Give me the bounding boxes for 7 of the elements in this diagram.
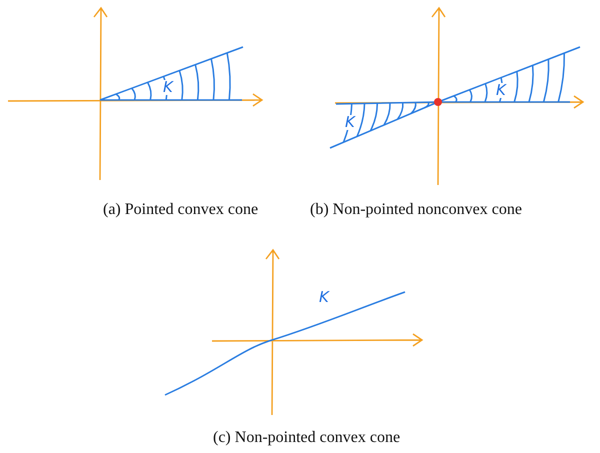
caption: (a) Pointed convex cone (103, 202, 258, 218)
caption: (c) Non-pointed convex cone (213, 430, 400, 446)
cone-label: K (495, 83, 507, 98)
cone-label: K (344, 115, 356, 130)
cone-label: K (318, 290, 330, 305)
cone-label: K (162, 80, 174, 95)
caption: (b) Non-pointed nonconvex cone (310, 202, 522, 218)
